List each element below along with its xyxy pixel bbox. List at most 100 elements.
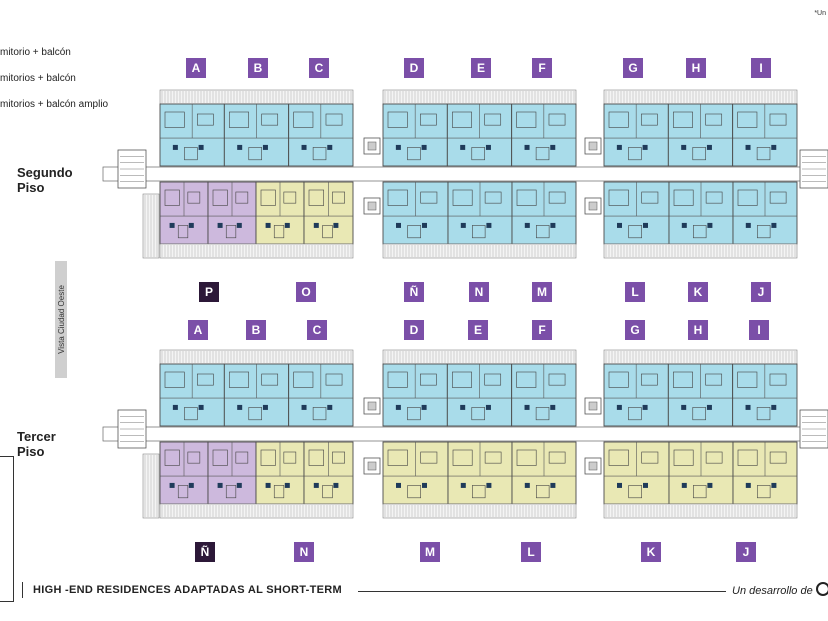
unit-badge[interactable]: O — [296, 282, 316, 302]
table-furniture — [184, 407, 198, 421]
unit-badge[interactable]: I — [751, 58, 771, 78]
unit-badge[interactable]: Ñ — [195, 542, 215, 562]
elevator-car — [588, 141, 598, 151]
legend-item-1: mitorio + balcón — [0, 47, 71, 58]
unit-badge[interactable]: M — [420, 542, 440, 562]
kitchen-mark — [706, 404, 712, 410]
unit-badge[interactable]: J — [736, 542, 756, 562]
table-furniture — [536, 225, 550, 239]
elevator-car — [367, 141, 377, 151]
unit-badge[interactable]: D — [404, 320, 424, 340]
table-furniture — [692, 407, 706, 421]
unit-badge[interactable]: Ñ — [404, 282, 424, 302]
kitchen-mark — [460, 222, 466, 228]
bed-furniture — [608, 189, 629, 206]
unit-badge[interactable]: L — [521, 542, 541, 562]
table-furniture — [407, 225, 422, 239]
sofa-furniture — [325, 373, 343, 386]
footnote-marker: *Un — [814, 10, 826, 17]
unit-badge[interactable]: G — [623, 58, 643, 78]
sofa-furniture — [548, 373, 566, 386]
unit-badge[interactable]: K — [641, 542, 661, 562]
unit-badge[interactable]: E — [468, 320, 488, 340]
unit-badge[interactable]: N — [469, 282, 489, 302]
kitchen-mark — [550, 404, 556, 410]
kitchen-mark — [524, 404, 530, 410]
kitchen-mark — [237, 144, 243, 150]
bed-furniture — [229, 371, 249, 388]
kitchen-mark — [395, 404, 401, 410]
unit-badge[interactable]: P — [199, 282, 219, 302]
kitchen-mark — [172, 404, 178, 410]
unit-badge[interactable]: M — [532, 282, 552, 302]
kitchen-mark — [485, 144, 491, 150]
sofa-furniture — [705, 113, 723, 126]
sofa-furniture — [332, 191, 345, 204]
sofa-furniture — [641, 191, 659, 204]
unit-badge[interactable]: E — [471, 58, 491, 78]
floor-label-line1: Segundo — [17, 165, 73, 180]
bed-furniture — [452, 371, 472, 388]
floor-label-segundo: Segundo Piso — [17, 165, 73, 195]
kitchen-mark — [486, 482, 492, 488]
elevator-car — [588, 201, 598, 211]
kitchen-mark — [198, 144, 204, 150]
kitchen-mark — [460, 144, 466, 150]
unit-badge[interactable]: A — [186, 58, 206, 78]
unit-badge[interactable]: K — [688, 282, 708, 302]
unit-badge[interactable]: L — [625, 282, 645, 302]
table-furniture — [756, 147, 771, 161]
table-furniture — [628, 485, 643, 499]
sofa-furniture — [769, 373, 787, 386]
kitchen-mark — [460, 482, 466, 488]
unit-badge[interactable]: C — [307, 320, 327, 340]
unit-badge[interactable]: G — [625, 320, 645, 340]
table-furniture — [407, 485, 422, 499]
unit-badge[interactable]: H — [688, 320, 708, 340]
kitchen-mark — [217, 222, 223, 228]
unit-badge[interactable]: A — [188, 320, 208, 340]
kitchen-mark — [550, 144, 556, 150]
kitchen-mark — [313, 222, 319, 228]
balcony-strip — [382, 243, 577, 259]
sofa-furniture — [705, 451, 723, 464]
kitchen-mark — [643, 222, 648, 228]
sofa-furniture — [548, 191, 566, 204]
bed-furniture — [308, 449, 324, 466]
kitchen-mark — [188, 482, 194, 488]
unit-badge[interactable]: D — [404, 58, 424, 78]
table-furniture — [757, 485, 771, 499]
table-furniture — [407, 407, 421, 421]
sofa-furniture — [235, 451, 249, 464]
bed-furniture — [673, 111, 693, 128]
sofa-furniture — [283, 451, 297, 464]
bed-furniture — [608, 371, 629, 388]
table-furniture — [628, 147, 642, 161]
sofa-furniture — [420, 451, 438, 464]
table-furniture — [273, 485, 285, 499]
unit-badge[interactable]: N — [294, 542, 314, 562]
kitchen-mark — [706, 144, 712, 150]
unit-badge[interactable]: F — [532, 320, 552, 340]
unit-badge[interactable]: B — [246, 320, 266, 340]
unit-badge[interactable]: J — [751, 282, 771, 302]
unit-badge[interactable]: I — [749, 320, 769, 340]
unit-badge[interactable]: F — [532, 58, 552, 78]
kitchen-mark — [617, 222, 622, 228]
kitchen-mark — [616, 144, 622, 150]
bed-furniture — [452, 111, 472, 128]
unit-badge[interactable]: C — [309, 58, 329, 78]
kitchen-mark — [771, 404, 777, 410]
bed-furniture — [673, 449, 694, 466]
floor-label-line1: Tercer — [17, 429, 56, 444]
table-furniture — [756, 407, 771, 421]
unit-badge[interactable]: B — [248, 58, 268, 78]
kitchen-mark — [681, 222, 687, 228]
bed-furniture — [164, 111, 185, 128]
unit-badge[interactable]: H — [686, 58, 706, 78]
footer-separator — [22, 582, 23, 598]
kitchen-mark — [217, 482, 223, 488]
table-furniture — [693, 485, 707, 499]
sofa-furniture — [641, 451, 659, 464]
balcony-strip — [603, 243, 798, 259]
